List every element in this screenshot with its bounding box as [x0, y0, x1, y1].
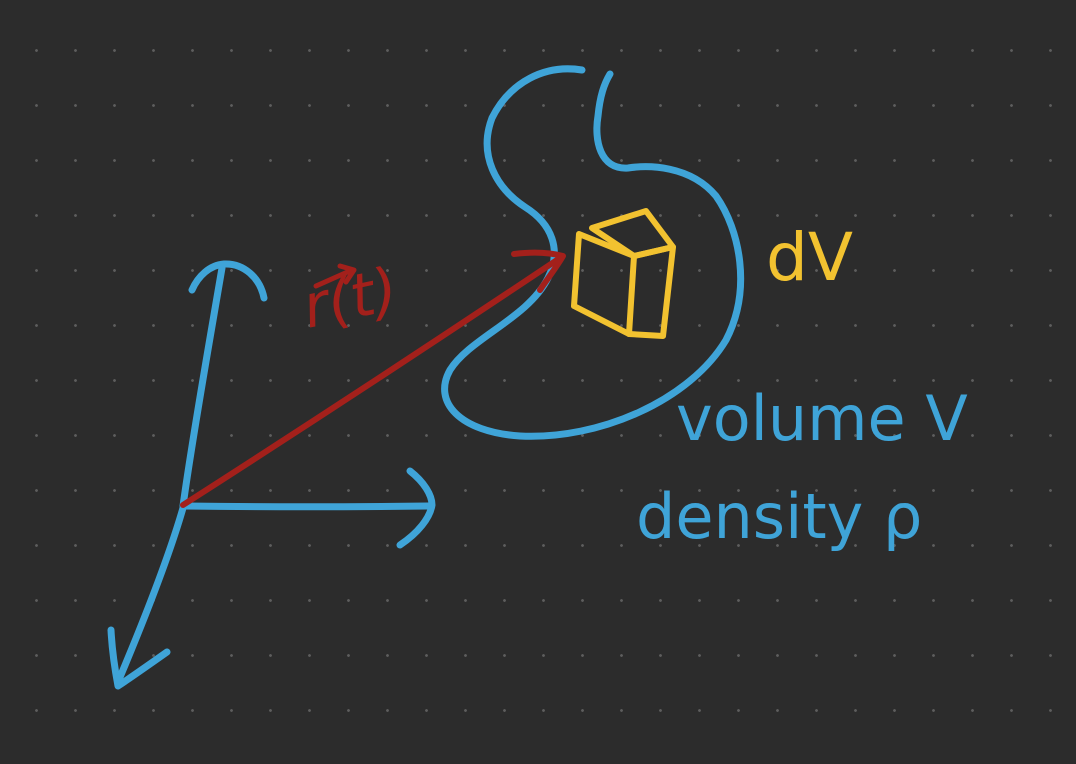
- volume-element-label: dV: [766, 219, 853, 296]
- volume-label: volume V: [676, 382, 968, 455]
- z-axis: [114, 504, 187, 686]
- z-axis-arrowhead: [107, 626, 171, 690]
- density-label: density ρ: [636, 480, 922, 553]
- position-vector-label-arrow: [313, 263, 357, 289]
- coordinate-axes: [107, 260, 436, 690]
- volume-element-cube: [571, 208, 676, 339]
- position-vector-line: [180, 255, 563, 508]
- body-outline: [441, 65, 745, 440]
- x-axis-arrowhead: [396, 467, 436, 549]
- cube-side-face: [626, 244, 676, 339]
- position-vector: [180, 249, 566, 508]
- x-axis: [181, 502, 432, 511]
- position-vector-arrowhead: [511, 249, 566, 293]
- y-axis-arrowhead: [188, 260, 268, 302]
- y-axis: [179, 264, 226, 510]
